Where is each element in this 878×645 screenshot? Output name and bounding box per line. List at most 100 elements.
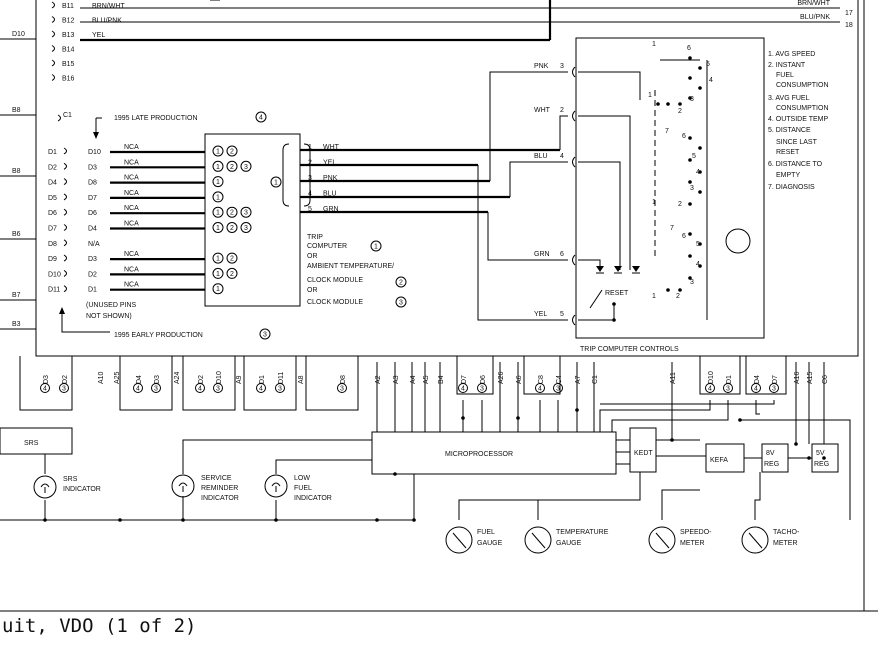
pin-label: D8 bbox=[88, 180, 97, 187]
bottom-pin-label: A5 bbox=[423, 375, 430, 384]
indicator-label: SRS bbox=[63, 476, 78, 483]
indicator-label: REMINDER bbox=[201, 485, 238, 492]
module-label: TRIP bbox=[307, 234, 323, 241]
pin-label: B15 bbox=[62, 61, 75, 68]
switch-position: 2 bbox=[678, 201, 682, 208]
bottom-pin-label: D11 bbox=[278, 372, 285, 384]
marker-number: 3 bbox=[726, 386, 730, 393]
switch-position: 4 bbox=[696, 169, 700, 176]
junction-dot bbox=[688, 158, 692, 162]
junction-dot bbox=[738, 418, 742, 422]
pin-group-box bbox=[119, 356, 173, 411]
pin-group-box bbox=[305, 356, 359, 411]
reg5-label: REG bbox=[814, 461, 829, 468]
marker-circle bbox=[226, 267, 238, 279]
nca-label: NCA bbox=[124, 282, 139, 289]
gauge-needle bbox=[748, 532, 763, 549]
junction-dot bbox=[807, 456, 811, 460]
bottom-pin-label: D3 bbox=[154, 375, 161, 384]
connector-block bbox=[204, 133, 301, 307]
arrow bbox=[61, 310, 110, 333]
pin-label: D8 bbox=[48, 241, 57, 248]
connector-housing bbox=[35, 0, 859, 357]
pin-bracket bbox=[51, 45, 55, 52]
reset-label: RESET bbox=[605, 290, 629, 297]
connector-bracket bbox=[572, 110, 576, 122]
junction-dot bbox=[688, 136, 692, 140]
junction-dot bbox=[118, 518, 122, 522]
junction-dot bbox=[698, 66, 702, 70]
bottom-pin-label: D2 bbox=[198, 375, 205, 384]
wire-pnk bbox=[489, 71, 568, 181]
marker-number: 3 bbox=[399, 300, 403, 307]
pin-bracket bbox=[63, 208, 67, 216]
gauge-label: TEMPERATURE bbox=[556, 529, 609, 536]
wire-color-label: GRN bbox=[323, 206, 339, 213]
wire-color-label: YEL bbox=[323, 160, 336, 167]
junction-dot bbox=[688, 232, 692, 236]
junction-dot bbox=[698, 86, 702, 90]
marker-number: 1 bbox=[374, 244, 378, 251]
lamp-filament bbox=[178, 482, 188, 492]
gauge-needle bbox=[452, 532, 467, 549]
pin-label: D4 bbox=[88, 226, 97, 233]
bottom-pin-label: D7 bbox=[772, 375, 779, 384]
junction-dot bbox=[612, 302, 616, 306]
marker-number: 4 bbox=[43, 386, 47, 393]
bottom-pin-label: B4 bbox=[438, 375, 445, 384]
indicator-label: LOW bbox=[294, 475, 310, 482]
wire-color-label: PNK bbox=[534, 63, 549, 70]
pin-label: D5 bbox=[48, 195, 57, 202]
marker-circle bbox=[256, 383, 266, 393]
nca-label: NCA bbox=[124, 175, 139, 182]
bottom-pin-label: A10 bbox=[98, 371, 105, 384]
marker-circle bbox=[212, 206, 224, 218]
module-label: CLOCK MODULE bbox=[307, 277, 363, 284]
switch-position: 6 bbox=[682, 233, 686, 240]
pin-label: B13 bbox=[62, 32, 75, 39]
pin-group-box bbox=[745, 356, 787, 395]
marker-circle bbox=[723, 383, 733, 393]
junction-dot bbox=[393, 472, 397, 476]
junction-dot bbox=[688, 254, 692, 258]
marker-circle bbox=[59, 383, 69, 393]
kedt-block bbox=[629, 427, 657, 473]
marker-circle bbox=[40, 383, 50, 393]
wire-number: 3 bbox=[560, 63, 564, 70]
indicator-wire bbox=[275, 459, 372, 520]
marker-number: 4 bbox=[259, 115, 263, 122]
pin-label: D4 bbox=[48, 180, 57, 187]
module-label: OR bbox=[307, 253, 318, 260]
indicator-label: INDICATOR bbox=[294, 495, 332, 502]
marker-circle bbox=[213, 383, 223, 393]
wire-number: 5 bbox=[308, 206, 312, 213]
left-pin-label: B3 bbox=[12, 321, 21, 328]
marker-circle bbox=[270, 176, 282, 188]
marker-circle bbox=[370, 240, 382, 252]
microprocessor-label: MICROPROCESSOR bbox=[445, 451, 513, 458]
switch-position: 7 bbox=[665, 128, 669, 135]
bottom-pin-label: D3 bbox=[43, 375, 50, 384]
srs-label: SRS bbox=[24, 440, 39, 447]
arrow-head bbox=[93, 132, 99, 139]
connector-bracket bbox=[572, 254, 576, 266]
gauge-label: GAUGE bbox=[556, 540, 582, 547]
marker-number: 1 bbox=[216, 149, 220, 156]
left-pin-label: D10 bbox=[12, 31, 25, 38]
wire-grn bbox=[487, 212, 568, 261]
pin-label: D2 bbox=[88, 271, 97, 278]
connector-bracket bbox=[572, 314, 576, 326]
switch-position: 1 bbox=[648, 92, 652, 99]
indicator-lamp bbox=[33, 475, 57, 499]
left-pin-label: B8 bbox=[12, 168, 21, 175]
nca-label: NCA bbox=[124, 190, 139, 197]
legend-item: CONSUMPTION bbox=[776, 82, 829, 89]
module-label: COMPUTER bbox=[307, 243, 347, 250]
junction-dot bbox=[516, 416, 520, 420]
wire-color-label: YEL bbox=[92, 32, 105, 39]
pin-bracket bbox=[51, 1, 55, 9]
gauge-needle bbox=[655, 532, 670, 549]
connector-bracket bbox=[572, 66, 576, 78]
bottom-pin-label: C8 bbox=[538, 375, 545, 384]
